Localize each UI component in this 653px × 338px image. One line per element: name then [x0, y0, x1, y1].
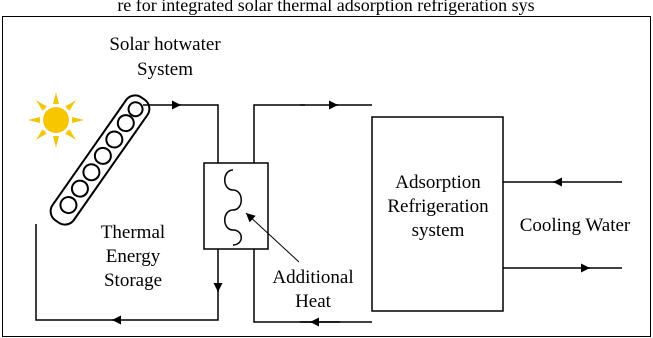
adsorption-system-box	[371, 116, 504, 312]
solar-collector-panel	[49, 94, 151, 226]
adsorption-label-line1: Adsorption	[395, 172, 481, 193]
diagram-frame	[2, 16, 651, 337]
thermal-storage-label-line2: Energy	[106, 246, 161, 267]
thermal-storage-label-line3: Storage	[104, 270, 162, 291]
additional-heat-label-line1: Additional	[272, 267, 353, 288]
header-caption: re for integrated solar thermal adsorpti…	[117, 0, 534, 15]
generator-loop-piping	[253, 100, 372, 327]
additional-heat-label-line2: Heat	[295, 291, 332, 312]
heat-exchanger-coil	[203, 162, 269, 250]
cooling-water-piping	[503, 177, 622, 273]
solar-system-label-line2: System	[137, 59, 193, 80]
solar-loop-piping	[35, 100, 223, 325]
adsorption-label-line3: system	[412, 220, 465, 241]
additional-heat-arrow	[245, 212, 300, 263]
thermal-storage-label-line1: Thermal	[101, 222, 165, 243]
cooling-water-label: Cooling Water	[520, 215, 631, 236]
solar-system-label-line1: Solar hotwater	[109, 34, 221, 55]
sun-icon	[28, 92, 84, 148]
adsorption-label-line2: Refrigeration	[387, 196, 489, 217]
